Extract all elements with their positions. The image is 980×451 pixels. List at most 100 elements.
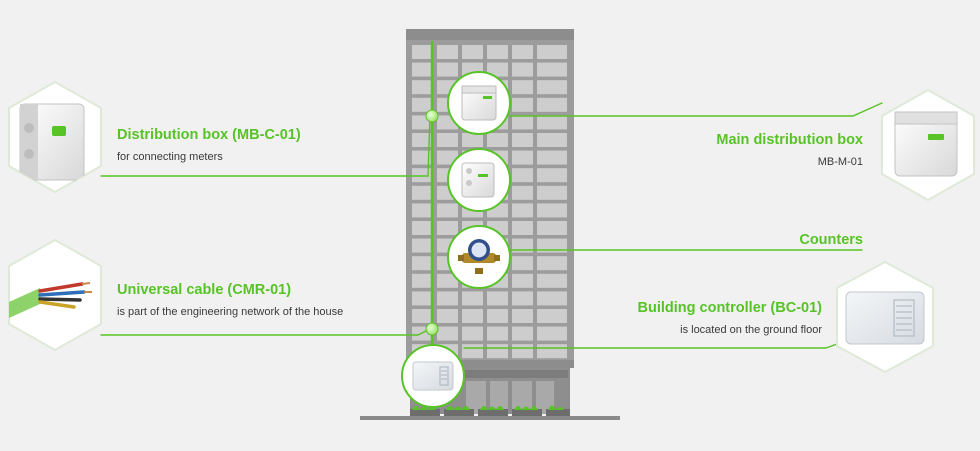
building-window (537, 344, 567, 359)
building-window (412, 80, 433, 95)
building-window (537, 185, 567, 200)
building-window (437, 150, 458, 165)
building-window (487, 326, 508, 341)
building-window (537, 256, 567, 271)
building-window (437, 133, 458, 147)
building-window (537, 97, 567, 112)
distribution-box-title: Distribution box (MB-C-01) (117, 127, 301, 143)
main-distribution-box-hexagon (881, 88, 975, 202)
building-window (512, 203, 533, 218)
building-window (437, 309, 458, 323)
building-window (437, 291, 458, 306)
building-window (512, 291, 533, 306)
building-window (437, 203, 458, 218)
main-distribution-box-label: Main distribution box MB-M-01 (716, 132, 863, 168)
building-window (412, 256, 433, 271)
building-window (462, 309, 483, 323)
building-window (412, 291, 433, 306)
building-window (512, 309, 533, 323)
building-window (462, 344, 483, 359)
building-window (512, 115, 533, 130)
building-window (537, 62, 567, 77)
building-window (487, 45, 508, 59)
building-window (537, 168, 567, 183)
building-window (487, 291, 508, 306)
building-controller-subtitle: is located on the ground floor (680, 324, 822, 336)
building-window (537, 291, 567, 306)
building-window (512, 344, 533, 359)
main-distribution-box-subtitle: MB-M-01 (817, 156, 863, 168)
building-window (412, 97, 433, 112)
building-window (512, 80, 533, 95)
building-window (512, 273, 533, 288)
building-window (537, 221, 567, 235)
building-window (537, 326, 567, 341)
building-window (437, 62, 458, 77)
building-window (462, 45, 483, 59)
building-window (412, 185, 433, 200)
building-window (412, 168, 433, 183)
junction-box-icon (19, 103, 85, 181)
main-distribution-box-circle (447, 71, 511, 135)
planters (410, 405, 570, 416)
controller-icon (412, 361, 454, 391)
main-distribution-box-title: Main distribution box (716, 132, 863, 148)
junction-box-icon (461, 85, 497, 121)
building-window (487, 62, 508, 77)
building-window (537, 309, 567, 323)
building-window (412, 238, 433, 253)
building-window (512, 168, 533, 183)
building-controller-title: Building controller (BC-01) (637, 300, 822, 316)
building-window (512, 133, 533, 147)
building-window (512, 238, 533, 253)
building-window (487, 133, 508, 147)
distribution-box-subtitle: for connecting meters (117, 151, 223, 163)
cable-bundle-icon (9, 282, 92, 322)
universal-cable-hexagon (8, 238, 102, 352)
universal-cable-subtitle: is part of the engineering network of th… (117, 306, 344, 318)
building-window (412, 203, 433, 218)
building-window (462, 133, 483, 147)
building-window (437, 273, 458, 288)
building-window (537, 80, 567, 95)
junction-dot-upper (425, 109, 439, 123)
building-window (512, 150, 533, 165)
building-window (537, 133, 567, 147)
building-window (412, 273, 433, 288)
building-window (537, 115, 567, 130)
building-window (512, 256, 533, 271)
building-window (412, 45, 433, 59)
counters-label: Counters (799, 232, 863, 248)
building-window (537, 238, 567, 253)
universal-cable-label: Universal cable (CMR-01) is part of the … (117, 282, 343, 318)
distribution-box-label: Distribution box (MB-C-01) for connectin… (117, 127, 301, 163)
building-window (437, 45, 458, 59)
building-window (412, 221, 433, 235)
building-window (512, 97, 533, 112)
building-window (487, 309, 508, 323)
counters-circle (447, 225, 511, 289)
building-window (512, 221, 533, 235)
building-window (412, 133, 433, 147)
building-controller-hexagon (836, 260, 934, 374)
building-window (512, 62, 533, 77)
building-window (537, 273, 567, 288)
building-window (537, 203, 567, 218)
building-window (512, 45, 533, 59)
building-controller-label: Building controller (BC-01) is located o… (638, 300, 822, 336)
universal-cable-title: Universal cable (CMR-01) (117, 282, 292, 298)
building-window (512, 326, 533, 341)
building-window (537, 45, 567, 59)
building-window (412, 150, 433, 165)
controller-icon (845, 291, 925, 345)
building-window (512, 185, 533, 200)
junction-box-icon (461, 162, 495, 198)
building-window (487, 344, 508, 359)
building-window (412, 309, 433, 323)
water-meter-icon (458, 239, 500, 274)
junction-dot-lower (425, 322, 439, 336)
distribution-box-hexagon (8, 80, 102, 194)
junction-box-icon (894, 111, 958, 177)
building-window (462, 291, 483, 306)
